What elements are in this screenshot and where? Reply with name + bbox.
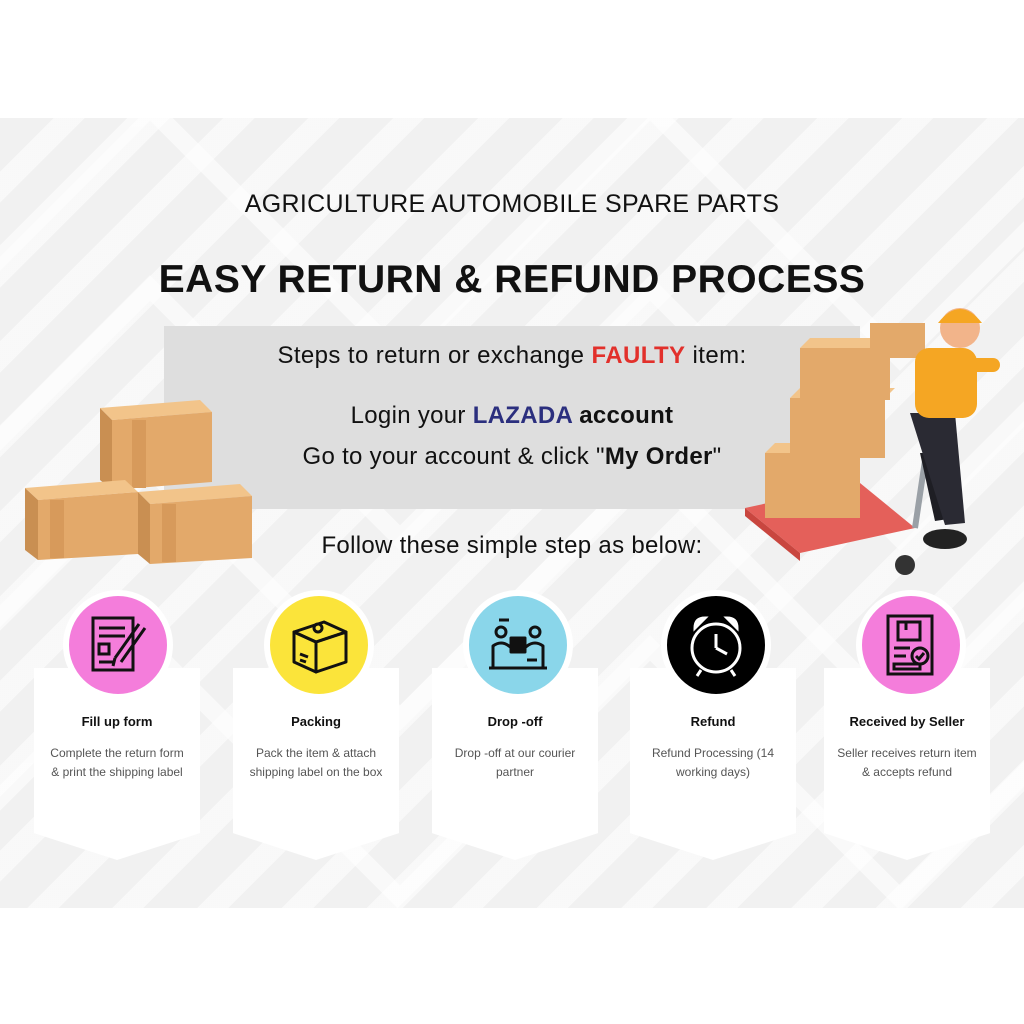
- instructions-panel: [164, 326, 860, 509]
- my-order-label: My Order: [604, 443, 713, 470]
- follow-steps-line: Follow these simple step as below:: [321, 532, 703, 559]
- step-icon-circle: [463, 590, 573, 700]
- instruction-text: ": [712, 443, 722, 470]
- page-title: EASY RETURN & REFUND PROCESS: [158, 258, 866, 301]
- step-description: Refund Processing (14 working days): [651, 746, 775, 779]
- received-document-icon: [886, 614, 934, 676]
- handover-icon: [489, 618, 547, 670]
- box-left: [25, 480, 138, 560]
- step-card-drop-off: Drop -off Drop -off at our courier partn…: [432, 668, 598, 860]
- step-description: Seller receives return item & accepts re…: [837, 746, 977, 779]
- promo-banner: AGRICULTURE AUTOMOBILE SPARE PARTS EASY …: [0, 118, 1024, 908]
- step-icon-circle: [63, 590, 173, 700]
- step-icon-circle: [856, 590, 966, 700]
- lazada-brand: LAZADA: [472, 402, 573, 429]
- alarm-clock-icon: [690, 616, 742, 677]
- box-right: [138, 484, 252, 564]
- subtitle: AGRICULTURE AUTOMOBILE SPARE PARTS: [244, 190, 780, 218]
- instruction-text: account: [572, 402, 674, 429]
- step-description: Pack the item & attach shipping label on…: [249, 746, 383, 779]
- step-card-packing: Packing Pack the item & attach shipping …: [233, 668, 399, 860]
- step-title: Received by Seller: [849, 714, 965, 729]
- step-title: Drop -off: [487, 714, 543, 729]
- step-card-fill-form: Fill up form Complete the return form & …: [34, 668, 200, 860]
- stacked-boxes-illustration: [25, 400, 252, 564]
- instruction-text: item:: [685, 342, 747, 369]
- box-top: [100, 400, 212, 490]
- step-description: Complete the return form & print the shi…: [50, 746, 184, 779]
- delivery-man-illustration: [745, 308, 1000, 575]
- instruction-text: Go to your account & click ": [302, 443, 605, 470]
- instruction-text: Login your: [350, 402, 473, 429]
- step-title: Refund: [690, 714, 736, 729]
- package-icon: [292, 620, 348, 674]
- instruction-line-1: Steps to return or exchange FAULTY item:: [0, 342, 1024, 370]
- step-title: Packing: [291, 714, 341, 729]
- instruction-text: Steps to return or exchange: [277, 342, 592, 369]
- step-card-received: Received by Seller Seller receives retur…: [824, 668, 990, 860]
- step-card-refund: Refund Refund Processing (14 working day…: [630, 668, 796, 860]
- step-description: Drop -off at our courier partner: [454, 746, 576, 779]
- form-icon: [91, 616, 147, 672]
- step-icon-circle: [661, 590, 771, 700]
- instruction-line-3: Go to your account & click "My Order": [0, 443, 1024, 471]
- step-icon-circle: [264, 590, 374, 700]
- instruction-line-2: Login your LAZADA account: [0, 402, 1024, 430]
- step-title: Fill up form: [81, 714, 153, 729]
- faulty-highlight: FAULTY: [591, 342, 686, 369]
